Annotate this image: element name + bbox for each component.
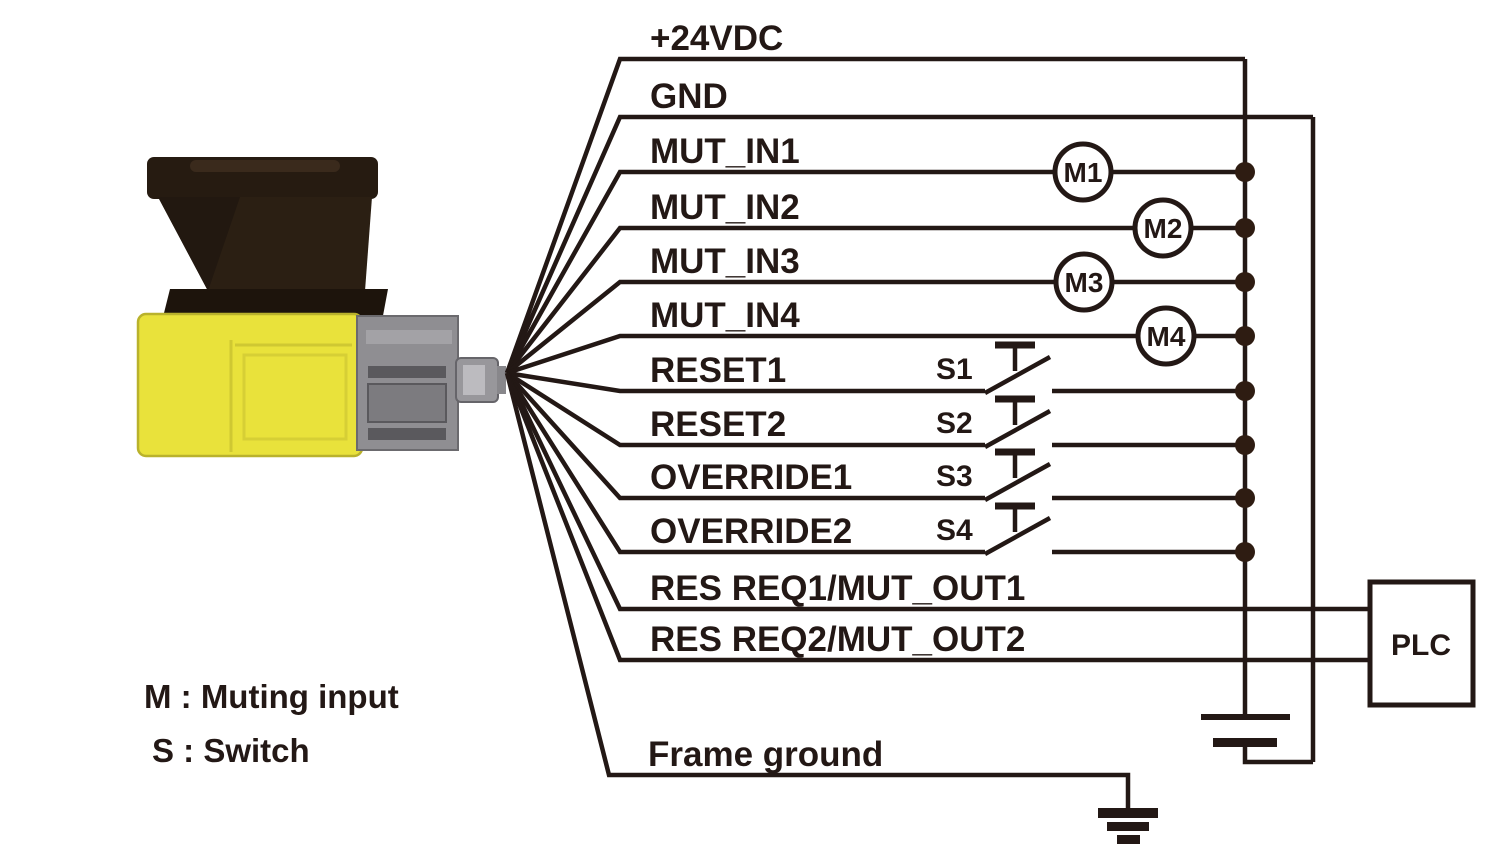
junction-dot — [1235, 272, 1255, 292]
cable-connector-tip — [497, 366, 506, 394]
wire-frame-ground: Frame ground — [504, 372, 1158, 844]
wire-reset2: RESET2 S2 — [505, 371, 1255, 455]
connector-slot-middle — [367, 383, 447, 423]
wire-path — [504, 56, 1245, 374]
connector-slot-upper — [368, 366, 446, 378]
wire-label-override1: OVERRIDE1 — [650, 458, 852, 497]
muting-node-m2-label: M2 — [1144, 213, 1183, 244]
wire-mut-in1: MUT_IN1 M1 — [505, 132, 1255, 375]
wire-path — [506, 370, 985, 394]
wire-label-gnd: GND — [650, 77, 728, 116]
wire-label-mut-in1: MUT_IN1 — [650, 132, 800, 171]
junction-dot — [1235, 218, 1255, 238]
wire-label-override2: OVERRIDE2 — [650, 512, 852, 551]
wire-override2: OVERRIDE2 S4 — [505, 371, 1255, 562]
junction-dot — [1235, 162, 1255, 182]
legend-switch: S : Switch — [152, 732, 310, 769]
junction-dot — [1235, 381, 1255, 401]
earth-ground-bar-middle — [1107, 822, 1149, 831]
wire-path — [505, 371, 985, 448]
wire-label-mut-in2: MUT_IN2 — [650, 188, 800, 227]
wire-label-res-req2: RES REQ2/MUT_OUT2 — [650, 620, 1025, 659]
wire-res-req2-mut-out2: RES REQ2/MUT_OUT2 — [504, 372, 1370, 663]
switch-s2-symbol — [983, 395, 1052, 449]
wire-label-frame-ground: Frame ground — [648, 735, 883, 774]
switch-s1-label: S1 — [936, 353, 973, 386]
scanner-device-illustration — [136, 157, 506, 458]
plc-box-outline — [1367, 579, 1476, 708]
connector-top-step — [366, 330, 452, 344]
muting-node-m3-label: M3 — [1065, 267, 1104, 298]
wire-mut-in3: MUT_IN3 M3 — [505, 242, 1255, 375]
junction-dot — [1235, 326, 1255, 346]
wire-label-res-req1: RES REQ1/MUT_OUT1 — [650, 569, 1025, 608]
switch-s3-symbol — [983, 448, 1052, 502]
wire-path — [504, 372, 1370, 612]
wire-path — [505, 279, 1056, 375]
wire-path — [505, 371, 985, 501]
wire-gnd: GND — [504, 77, 1313, 374]
switch-s4-symbol — [983, 502, 1052, 556]
wire-mut-in4: MUT_IN4 M4 — [506, 296, 1255, 376]
earth-ground-bar-short — [1117, 835, 1140, 844]
connector-slot-lower — [368, 428, 446, 440]
junction-dot — [1235, 542, 1255, 562]
switch-blade — [983, 409, 1052, 449]
legend-muting-input: M : Muting input — [144, 678, 399, 715]
wire-label-mut-in3: MUT_IN3 — [650, 242, 800, 281]
wire-label-reset2: RESET2 — [650, 405, 786, 444]
earth-ground-icon — [1098, 808, 1158, 844]
earth-ground-bar-long — [1098, 808, 1158, 818]
wire-reset1: RESET1 S1 — [506, 341, 1255, 401]
switch-s1-symbol — [983, 341, 1052, 395]
wire-path — [505, 225, 1135, 375]
power-supply-return-wire — [1242, 747, 1313, 765]
power-supply-short-plate — [1213, 738, 1277, 747]
power-supply-symbol — [1201, 714, 1313, 765]
cable-connector-highlight — [463, 365, 485, 395]
wire-path — [505, 169, 1055, 375]
switch-s4-label: S4 — [936, 514, 973, 547]
scanner-head-cap-highlight — [190, 160, 340, 172]
wire-path — [505, 371, 985, 555]
power-supply-long-plate — [1201, 714, 1290, 720]
switch-blade — [983, 462, 1052, 502]
wire-mut-in2: MUT_IN2 M2 — [505, 188, 1255, 375]
wire-label-24vdc: +24VDC — [650, 19, 783, 58]
switch-s2-label: S2 — [936, 407, 973, 440]
wire-24vdc: +24VDC — [504, 19, 1245, 374]
wire-path — [506, 333, 1138, 376]
scanner-yellow-body — [136, 312, 364, 458]
scanner-body-panel — [242, 353, 348, 441]
wire-label-reset1: RESET1 — [650, 351, 786, 390]
wire-res-req1-mut-out1: RES REQ1/MUT_OUT1 — [504, 372, 1370, 612]
wire-override1: OVERRIDE1 S3 — [505, 371, 1255, 508]
junction-dot — [1235, 488, 1255, 508]
legend: M : Muting input S : Switch — [144, 678, 399, 769]
switch-blade — [983, 516, 1052, 556]
muting-node-m4-label: M4 — [1147, 321, 1186, 352]
wire-path — [504, 372, 1131, 808]
junction-dot — [1235, 435, 1255, 455]
wire-path — [504, 372, 1370, 663]
switch-s3-label: S3 — [936, 460, 973, 493]
switch-blade — [983, 355, 1052, 395]
wire-label-mut-in4: MUT_IN4 — [650, 296, 800, 335]
wire-path — [504, 114, 1313, 374]
scanner-head-left-slant — [158, 197, 240, 291]
muting-node-m1-label: M1 — [1064, 157, 1103, 188]
plc-box: PLC — [1367, 579, 1476, 708]
plc-box-label: PLC — [1391, 629, 1451, 662]
